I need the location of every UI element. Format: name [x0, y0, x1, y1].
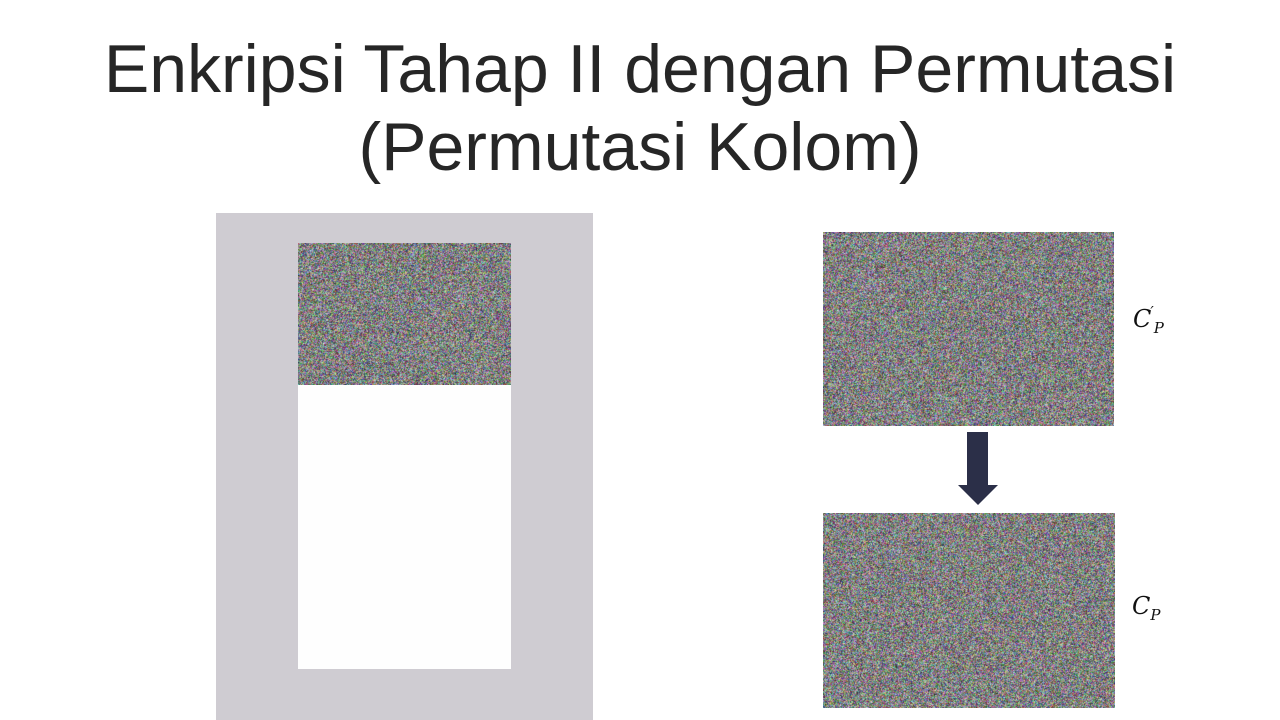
label-subscript: P: [1150, 606, 1161, 624]
left-empty-white-area: [298, 385, 511, 669]
left-noise-image: [298, 243, 511, 385]
label-base: C: [1132, 592, 1151, 620]
slide-title-line-1: Enkripsi Tahap II dengan Permutasi: [103, 31, 1177, 107]
label-prime: ′: [1150, 303, 1154, 321]
bottom-right-noise-image: [823, 513, 1115, 708]
top-right-noise-image: [823, 232, 1114, 426]
slide-title: Enkripsi Tahap II dengan Permutasi (Perm…: [0, 30, 1280, 186]
arrow-down-icon: [958, 432, 998, 505]
label-subscript: P: [1153, 319, 1164, 337]
label-base: C: [1133, 305, 1152, 333]
cipher-label-c-p: CP: [1132, 592, 1160, 629]
slide-title-line-2: (Permutasi Kolom): [358, 109, 922, 185]
cipher-label-c-prime-p: C′P: [1133, 298, 1164, 342]
